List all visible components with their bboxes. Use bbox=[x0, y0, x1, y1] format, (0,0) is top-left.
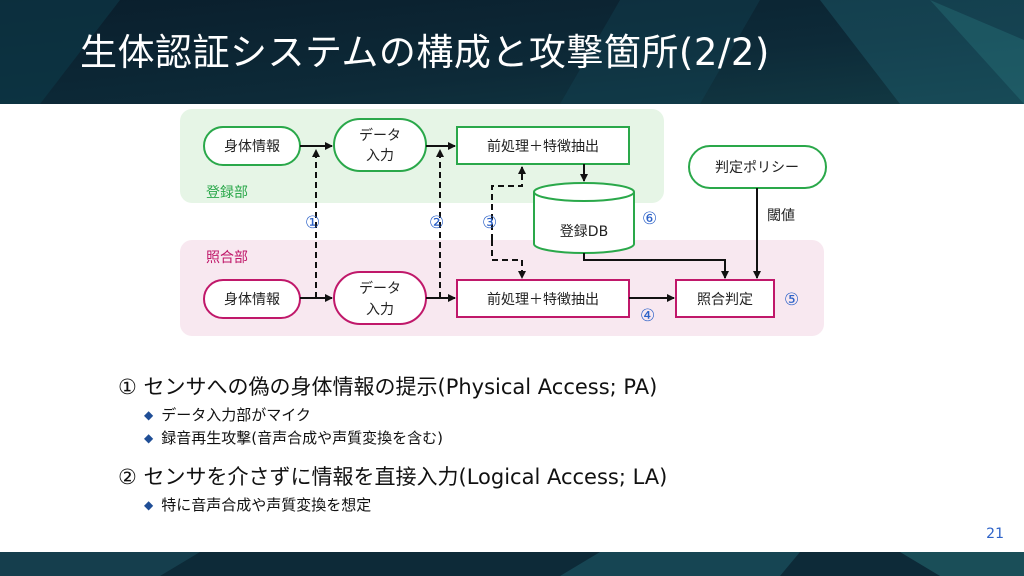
sub-bullets-logical-access: ◆ 特に音声合成や声質変換を想定 bbox=[144, 494, 998, 517]
marker-3: ③ bbox=[482, 213, 497, 233]
slide-title: 生体認証システムの構成と攻撃箇所(2/2) bbox=[80, 31, 770, 74]
sub-bullet: ◆ 録音再生攻撃(音声合成や声質変換を含む) bbox=[144, 427, 998, 450]
bullet-physical-access: ① センサへの偽の身体情報の提示(Physical Access; PA) bbox=[118, 375, 658, 399]
sub-bullet-text: 特に音声合成や声質変換を想定 bbox=[161, 496, 372, 514]
marker-6: ⑥ bbox=[642, 209, 657, 229]
match-zone-label: 照合部 bbox=[206, 250, 248, 266]
decision-label: 照合判定 bbox=[697, 292, 753, 308]
enroll-biometric-label: 身体情報 bbox=[224, 139, 280, 155]
diamond-bullet-icon: ◆ bbox=[144, 498, 154, 512]
sub-bullet: ◆ 特に音声合成や声質変換を想定 bbox=[144, 494, 998, 517]
diamond-bullet-icon: ◆ bbox=[144, 431, 154, 445]
sub-bullet: ◆ データ入力部がマイク bbox=[144, 404, 998, 427]
match-data-input-label-1: データ bbox=[359, 280, 401, 297]
database-label: 登録DB bbox=[560, 224, 608, 240]
enroll-data-input-label-2: 入力 bbox=[366, 148, 394, 164]
attack-arrow-3-up bbox=[491, 166, 526, 240]
bullet-list: ① センサへの偽の身体情報の提示(Physical Access; PA) ◆ デ… bbox=[118, 372, 998, 517]
marker-1: ① bbox=[305, 213, 320, 233]
match-biometric-label: 身体情報 bbox=[224, 292, 280, 308]
policy-label: 判定ポリシー bbox=[715, 160, 799, 176]
sub-bullet-text: 録音再生攻撃(音声合成や声質変換を含む) bbox=[161, 429, 443, 447]
header-background bbox=[0, 0, 1024, 104]
attack-arrow-3-down bbox=[491, 240, 526, 279]
marker-2: ② bbox=[429, 213, 444, 233]
arrow-db-to-decision bbox=[583, 253, 729, 279]
match-data-input-label-2: 入力 bbox=[366, 302, 394, 318]
enroll-data-input-label-1: データ bbox=[359, 127, 401, 144]
match-feature-label: 前処理＋特徴抽出 bbox=[487, 291, 599, 308]
marker-5: ⑤ bbox=[784, 290, 799, 310]
enroll-zone-label: 登録部 bbox=[206, 185, 248, 201]
bullet-logical-access: ② センサを介さずに情報を直接入力(Logical Access; LA) bbox=[118, 465, 668, 489]
threshold-label: 閾値 bbox=[767, 208, 795, 224]
marker-4: ④ bbox=[640, 306, 655, 326]
page-number: 21 bbox=[986, 526, 1004, 542]
enroll-feature-node bbox=[456, 126, 630, 165]
footer-band bbox=[0, 552, 1024, 576]
decision-node bbox=[675, 279, 775, 318]
sub-bullet-text: データ入力部がマイク bbox=[161, 406, 311, 424]
database-node bbox=[533, 182, 635, 254]
enroll-feature-label: 前処理＋特徴抽出 bbox=[487, 138, 599, 155]
diamond-bullet-icon: ◆ bbox=[144, 408, 154, 422]
sub-bullets-physical-access: ◆ データ入力部がマイク ◆ 録音再生攻撃(音声合成や声質変換を含む) bbox=[144, 404, 998, 450]
